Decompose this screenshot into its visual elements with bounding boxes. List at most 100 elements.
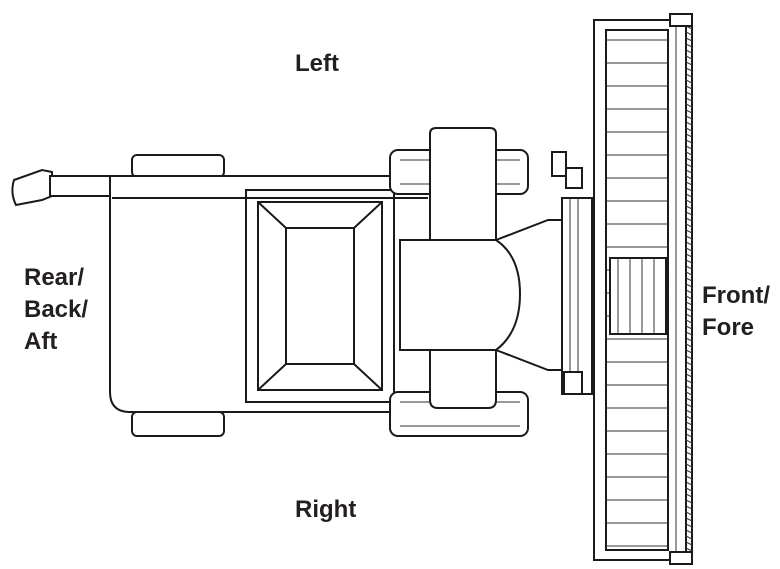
cutter-tooth [685, 235, 693, 240]
cab [399, 127, 573, 409]
cutter-tooth [685, 253, 693, 258]
cutter-tooth [685, 277, 693, 282]
rear-wheel-right [131, 411, 225, 437]
cutter-tooth [685, 139, 693, 144]
cutter-tooth [685, 361, 693, 366]
cutter-tooth [685, 79, 693, 84]
cutter-tooth [685, 151, 693, 156]
cutter-tooth [685, 487, 693, 492]
cutter-tooth [685, 373, 693, 378]
cutter-tooth [685, 325, 693, 330]
cutter-tooth [685, 211, 693, 216]
cutter-tooth [685, 499, 693, 504]
cutter-tooth [685, 403, 693, 408]
cutter-tooth [685, 421, 693, 426]
cutter-tooth [685, 223, 693, 228]
cutter-tooth [685, 73, 693, 78]
cutter-tooth [685, 247, 693, 252]
label-rear-line-3: Aft [24, 328, 58, 355]
label-right: Right [295, 496, 357, 523]
cutter-tooth [685, 55, 693, 60]
cutter-tooth [685, 451, 693, 456]
cutter-tooth [685, 187, 693, 192]
cutter-tooth [685, 259, 693, 264]
cutter-tooth [685, 445, 693, 450]
cutter-tooth [685, 67, 693, 72]
cutter-tooth [685, 145, 693, 150]
label-rear-line-2: Back/ [24, 296, 89, 323]
cutter-tooth [685, 379, 693, 384]
cutter-tooth [685, 91, 693, 96]
cutter-tooth [685, 385, 693, 390]
rear-wheel-left [131, 154, 225, 178]
cutter-tooth [685, 157, 693, 162]
cutter-tooth [685, 175, 693, 180]
label-front-line-2: Fore [702, 314, 755, 341]
cutter-tooth [685, 283, 693, 288]
cutter-tooth [685, 265, 693, 270]
cutter-tooth [685, 289, 693, 294]
cutter-tooth [685, 121, 693, 126]
cutter-tooth [685, 49, 693, 54]
cutter-tooth [685, 307, 693, 312]
cutter-tooth [685, 169, 693, 174]
cutter-tooth [685, 97, 693, 102]
cutter-tooth [685, 127, 693, 132]
cutter-tooth [685, 535, 693, 540]
label-rear-line-1: Rear/ [24, 264, 85, 291]
cutter-tooth [685, 517, 693, 522]
cutter-tooth [685, 181, 693, 186]
cutter-tooth [685, 439, 693, 444]
cutter-tooth [685, 109, 693, 114]
cutter-tooth [685, 505, 693, 510]
grain-tank [245, 189, 395, 403]
cutter-tooth [685, 409, 693, 414]
cutter-tooth [685, 313, 693, 318]
feeder-house [551, 151, 593, 395]
cutter-tooth [685, 115, 693, 120]
cutter-tooth [685, 433, 693, 438]
cutter-tooth [685, 103, 693, 108]
cutter-tooth [685, 547, 693, 552]
cutter-tooth [685, 241, 693, 246]
cutter-tooth [685, 523, 693, 528]
cutter-tooth [685, 415, 693, 420]
cutter-tooth [685, 397, 693, 402]
cutter-tooth [685, 457, 693, 462]
cutter-tooth [685, 85, 693, 90]
cutter-tooth [685, 493, 693, 498]
cutter-tooth [685, 295, 693, 300]
cutter-tooth [685, 37, 693, 42]
cutter-tooth [685, 205, 693, 210]
cutter-tooth [685, 133, 693, 138]
label-front-line-1: Front/ [702, 282, 770, 309]
cutter-tooth [685, 217, 693, 222]
cutter-tooth [685, 61, 693, 66]
cutter-tooth [685, 301, 693, 306]
cutter-tooth [685, 463, 693, 468]
header [593, 13, 693, 565]
cutter-tooth [685, 367, 693, 372]
label-front: Front/ Fore [702, 280, 770, 344]
cutter-tooth [685, 229, 693, 234]
label-rear: Rear/ Back/ Aft [24, 262, 88, 358]
cutter-tooth [685, 511, 693, 516]
cutter-tooth [685, 199, 693, 204]
cutter-tooth [685, 343, 693, 348]
cutter-tooth [685, 331, 693, 336]
cutter-tooth [685, 43, 693, 48]
cutter-tooth [685, 475, 693, 480]
cutter-tooth [685, 355, 693, 360]
cutter-tooth [685, 529, 693, 534]
cutter-tooth [685, 541, 693, 546]
cutter-tooth [685, 319, 693, 324]
cutter-tooth [685, 469, 693, 474]
cutter-tooth [685, 193, 693, 198]
label-left: Left [295, 50, 339, 77]
cutter-tooth [685, 337, 693, 342]
cutter-tooth [685, 271, 693, 276]
cutter-tooth [685, 481, 693, 486]
cutter-tooth [685, 391, 693, 396]
